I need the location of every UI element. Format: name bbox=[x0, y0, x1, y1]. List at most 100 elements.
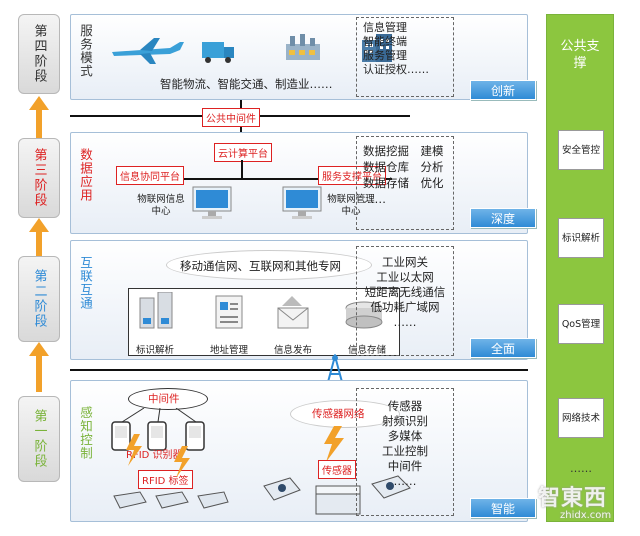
rfid-tag-icon bbox=[155, 491, 189, 509]
network-item: 工业网关 bbox=[382, 255, 428, 269]
rfid-tag-label: RFID 标签 bbox=[138, 470, 193, 489]
arrow-up-icon bbox=[29, 218, 49, 232]
data-item: 数据仓库 分析 bbox=[363, 160, 444, 174]
lightning-icon bbox=[324, 426, 344, 462]
public-support-title: 公共支撑 bbox=[560, 39, 600, 71]
network-item: …… bbox=[393, 315, 417, 329]
sense-item: 传感器 bbox=[387, 399, 423, 413]
airplane-icon bbox=[112, 38, 184, 64]
cloud-platform-label: 云计算平台 bbox=[214, 143, 272, 162]
public-support-column bbox=[546, 14, 614, 522]
tag-intelligent: 智能 bbox=[470, 498, 536, 518]
watermark-logo: 智東西 bbox=[538, 486, 608, 511]
server-icon bbox=[139, 292, 173, 329]
service-subtitle: 智能物流、智能交通、制造业…… bbox=[160, 77, 333, 91]
stage-2-label: 第二阶段 bbox=[31, 269, 47, 329]
monitor-icon bbox=[192, 186, 232, 219]
rfid-reader-icon bbox=[185, 421, 205, 451]
tag-depth: 深度 bbox=[470, 208, 536, 228]
network-item: 工业以太网 bbox=[376, 270, 434, 284]
rfid-reader-icon bbox=[111, 421, 131, 451]
stage-3: 第三阶段 bbox=[18, 138, 60, 218]
arrow-shaft-2 bbox=[36, 230, 42, 256]
support-identifier: 标识解析 bbox=[558, 218, 604, 258]
app-label-address: 地址管理 bbox=[210, 345, 249, 356]
service-item: 认证授权…… bbox=[363, 63, 429, 76]
app-label-publish: 信息发布 bbox=[274, 345, 313, 356]
sense-items-box: 传感器 射频识别 多媒体 工业控制 中间件 …… bbox=[356, 388, 454, 516]
data-item: 数据存储 优化 bbox=[363, 176, 444, 190]
lightning-icon bbox=[174, 446, 190, 478]
arrow-up-icon bbox=[29, 342, 49, 356]
coop-platform-label: 信息协同平台 bbox=[116, 166, 184, 185]
lightning-icons bbox=[126, 434, 190, 478]
sensor-icon bbox=[371, 475, 411, 499]
data-items-box: 数据挖掘 建模 数据仓库 分析 数据存储 优化 …… bbox=[356, 136, 454, 230]
arrow-shaft-3 bbox=[36, 354, 42, 392]
support-network-tech: 网络技术 bbox=[558, 398, 604, 438]
network-item: 低功耗广域网 bbox=[370, 300, 440, 314]
sensor-label: 传感器 bbox=[318, 460, 356, 479]
data-bus bbox=[140, 178, 392, 180]
rfid-reader-icon bbox=[147, 421, 167, 451]
public-middleware-label: 公共中间件 bbox=[202, 108, 260, 127]
support-platform-label: 服务支撑平台 bbox=[318, 166, 386, 185]
factory-icon bbox=[286, 34, 320, 60]
info-center-label: 物联网信息中心 bbox=[137, 194, 185, 217]
sense-item: 多媒体 bbox=[387, 429, 423, 443]
data-item: 数据挖掘 建模 bbox=[363, 144, 444, 158]
monitor-icon bbox=[282, 186, 322, 219]
service-items-box: 信息管理 智能终端 服务管理 认证授权…… bbox=[356, 17, 454, 97]
lightning-icon bbox=[126, 434, 142, 466]
sensor-net-cloud bbox=[290, 400, 400, 428]
stage-arrows bbox=[29, 96, 49, 392]
rfid-reader-icons bbox=[111, 408, 205, 451]
service-item: 服务管理 bbox=[363, 49, 407, 62]
storage-disk-icon bbox=[345, 301, 383, 329]
sense-title: 感知控制 bbox=[78, 406, 93, 460]
sense-item: 工业控制 bbox=[382, 444, 428, 458]
mgmt-center-label: 物联网管理中心 bbox=[327, 194, 375, 217]
sense-item: 中间件 bbox=[387, 459, 423, 473]
app-label-identifier: 标识解析 bbox=[136, 345, 175, 356]
network-cloud-text: 移动通信网、互联网和其他专网 bbox=[180, 259, 341, 273]
data-item: …… bbox=[363, 192, 386, 206]
service-icons bbox=[112, 34, 392, 64]
data-title: 数据应用 bbox=[78, 148, 93, 202]
service-item: 信息管理 bbox=[363, 21, 407, 34]
sense-middleware-label: 中间件 bbox=[148, 393, 180, 405]
address-book-icon bbox=[215, 295, 243, 329]
network-items-box: 工业网关 工业以太网 短距离无线通信 低功耗广域网 …… bbox=[356, 246, 454, 356]
sense-item: …… bbox=[393, 474, 417, 488]
sensor-icon bbox=[263, 477, 301, 501]
stage-3-label: 第三阶段 bbox=[31, 148, 47, 208]
rfid-tag-icons bbox=[113, 491, 229, 509]
arrow-up-icon bbox=[29, 96, 49, 110]
service-title: 服务模式 bbox=[78, 24, 93, 78]
app-label-storage: 信息存储 bbox=[348, 345, 387, 356]
watermark-url: zhidx.com bbox=[560, 510, 612, 521]
rfid-tag-icon bbox=[197, 491, 229, 509]
service-item: 智能终端 bbox=[363, 35, 407, 48]
stage-1: 第一阶段 bbox=[18, 396, 60, 482]
network-bus bbox=[70, 369, 528, 371]
middleware-ellipse bbox=[128, 388, 208, 410]
arrow-shaft-1 bbox=[36, 108, 42, 138]
sense-item: 射频识别 bbox=[382, 414, 428, 428]
sensor-net-label: 传感器网络 bbox=[312, 408, 365, 420]
support-more: …… bbox=[570, 462, 592, 475]
network-title: 互联互通 bbox=[78, 256, 93, 310]
sensor-device-icon bbox=[315, 485, 361, 515]
support-qos: QoS管理 bbox=[558, 304, 604, 344]
network-item: 短距离无线通信 bbox=[364, 285, 446, 299]
network-app-icons bbox=[139, 292, 383, 329]
stage-2: 第二阶段 bbox=[18, 256, 60, 342]
truck-icon bbox=[202, 42, 234, 63]
data-connector bbox=[241, 160, 243, 178]
building-icon bbox=[362, 34, 392, 62]
tag-innovation: 创新 bbox=[470, 80, 536, 100]
support-security: 安全管控 bbox=[558, 130, 604, 170]
stage-4: 第四阶段 bbox=[18, 14, 60, 94]
tag-comprehensive: 全面 bbox=[470, 338, 536, 358]
